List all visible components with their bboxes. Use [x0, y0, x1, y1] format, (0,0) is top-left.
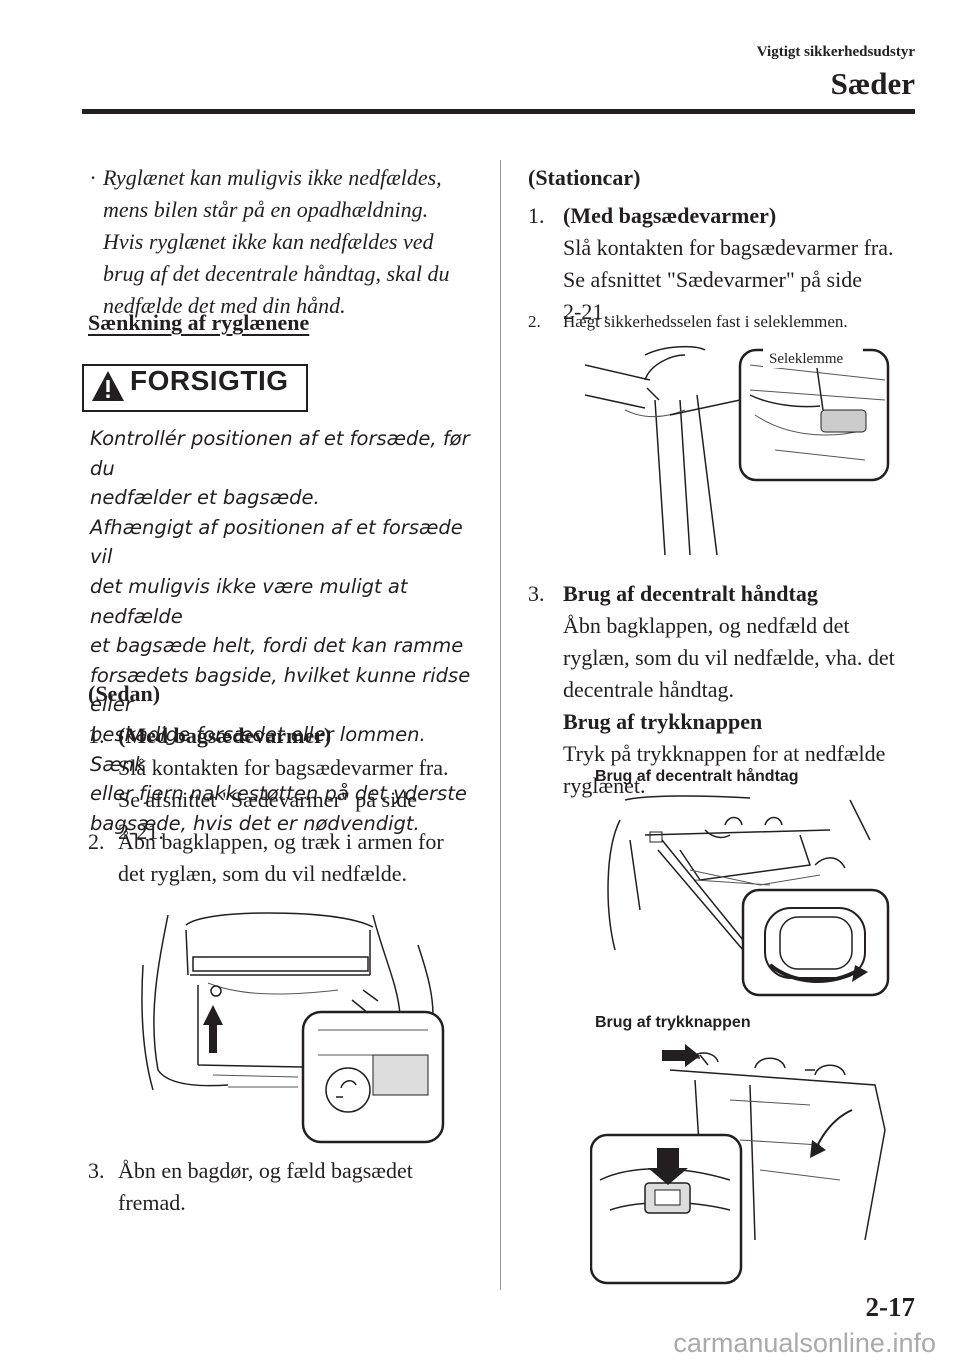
- caution-body: Kontrollér positionen af et forsæde, før…: [90, 424, 480, 838]
- step-line: det ryglæn, som du vil nedfælde.: [118, 861, 408, 886]
- step-line: Slå kontakten for bagsædevarmer fra.: [118, 755, 449, 780]
- caution-line: Kontrollér positionen af et forsæde, før…: [90, 427, 470, 480]
- caution-line: det muligvis ikke være muligt at nedfæld…: [90, 574, 408, 628]
- step-1-text: (Med bagsædevarmer) Slå kontakten for ba…: [563, 200, 894, 328]
- step-line: Åbn en bagdør, og fæld bagsædet: [118, 1158, 413, 1183]
- step-line: ryglæn, som du vil nedfælde, vha. det: [563, 645, 895, 670]
- watermark-footer: carmanualsonline.info: [673, 1328, 936, 1358]
- section-title: Vigtigt sikkerhedsudstyr: [756, 44, 915, 60]
- step-number: 1.: [88, 723, 105, 748]
- caution-box: [82, 364, 308, 412]
- caution-line: nedfælder et bagsæde.: [90, 486, 320, 510]
- figure-caption: Brug af decentralt håndtag: [595, 768, 799, 785]
- seat-belt-clip-illustration: Seleklemme: [585, 345, 890, 556]
- caution-line: et bagsæde helt, fordi det kan ramme: [90, 634, 464, 658]
- step-title: Brug af trykknappen: [563, 709, 763, 734]
- step-line: 2-21.: [118, 819, 164, 844]
- caution-line: bagsæde, hvis det er nødvendigt.: [90, 811, 420, 835]
- caution-line: eller fjern nakkestøtten på det yderste: [90, 782, 467, 806]
- step-line: Åbn bagklappen, og træk i armen for: [118, 829, 444, 854]
- bullet-line: Hvis ryglænet ikke kan nedfældes ved: [103, 229, 434, 254]
- step-number: 1.: [528, 203, 545, 228]
- step-number: 3.: [88, 1158, 105, 1183]
- header-rule: [82, 109, 915, 114]
- page-title: Sæder: [830, 66, 915, 101]
- bullet-line: brug af det decentrale håndtag, skal du: [103, 261, 450, 286]
- bullet-line: Ryglænet kan muligvis ikke nedfældes,: [103, 165, 442, 190]
- push-button-illustration: [590, 1044, 886, 1285]
- step-number: 3.: [528, 581, 545, 606]
- page-number: 2-17: [865, 1292, 916, 1322]
- caution-line: Afhængigt af positionen af et forsæde vi…: [90, 515, 463, 569]
- column-divider: [500, 160, 501, 1290]
- step-line: Se afsnittet "Sædevarmer" på side: [118, 787, 417, 812]
- step-line: decentrale håndtag.: [563, 677, 735, 702]
- warning-triangle-icon: [92, 371, 124, 401]
- step-3-text: Åbn en bagdør, og fæld bagsædet fremad.: [118, 1155, 413, 1219]
- step-title: (Med bagsædevarmer): [118, 723, 332, 748]
- caution-line: beskadige forsædet eller lommen. Sænk: [90, 722, 426, 776]
- bullet-text: Ryglænet kan muligvis ikke nedfældes, me…: [103, 162, 449, 322]
- step-3-text: Brug af decentralt håndtag Åbn bagklappe…: [563, 578, 895, 802]
- caution-label: FORSIGTIG: [130, 365, 289, 396]
- step-line: Åbn bagklappen, og nedfæld det: [563, 613, 850, 638]
- step-line: fremad.: [118, 1190, 186, 1215]
- step-2-text: Åbn bagklappen, og træk i armen for det …: [118, 826, 444, 890]
- seleklemme-label: Seleklemme: [769, 351, 843, 367]
- step-title: (Med bagsædevarmer): [563, 203, 777, 228]
- sedan-trunk-illustration: [141, 912, 445, 1144]
- step-line: 2-21.: [563, 299, 609, 324]
- step-2-text: Hægt sikkerhedsselen fast i seleklemmen.: [563, 312, 848, 331]
- section-subheading: Sænkning af ryglænene: [88, 310, 310, 335]
- step-line: Se afsnittet "Sædevarmer" på side: [563, 267, 862, 292]
- caution-line: forsædets bagside, hvilket kunne ridse e…: [90, 663, 471, 717]
- bullet-line: nedfælde det med din hånd.: [103, 293, 346, 318]
- step-number: 2.: [528, 312, 541, 331]
- step-line: Tryk på trykknappen for at nedfælde: [563, 741, 886, 766]
- sedan-heading: (Sedan): [88, 681, 161, 706]
- step-line: Slå kontakten for bagsædevarmer fra.: [563, 235, 894, 260]
- step-number: 2.: [88, 829, 105, 854]
- bullet-mark: ·: [90, 165, 96, 190]
- step-line: ryglænet.: [563, 773, 646, 798]
- stationcar-heading: (Stationcar): [528, 165, 641, 190]
- step-1-text: (Med bagsædevarmer) Slå kontakten for ba…: [118, 720, 449, 848]
- remote-lever-illustration: [607, 795, 890, 997]
- step-title: Brug af decentralt håndtag: [563, 581, 818, 606]
- figure-caption: Brug af trykknappen: [595, 1014, 751, 1031]
- bullet-line: mens bilen står på en opadhældning.: [103, 197, 429, 222]
